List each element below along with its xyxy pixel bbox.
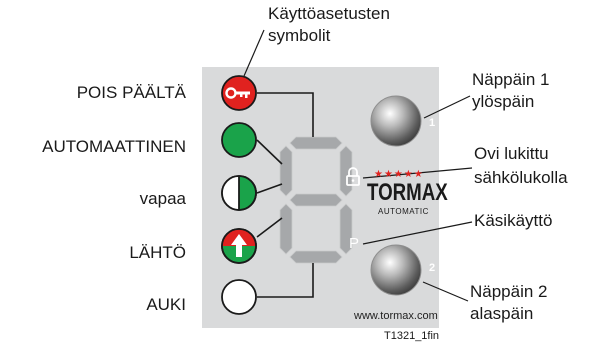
callout-button1-line2: ylöspäin [472, 92, 535, 111]
up-arrow-icon [231, 234, 247, 257]
callout-manual: Käsikäyttö [474, 211, 553, 230]
callout-lock-line2: sähkölukolla [474, 168, 568, 187]
manual-symbol: P [349, 235, 360, 252]
connector-lines [256, 92, 314, 298]
figure-code: T1321_1fin [384, 330, 440, 342]
half-circle-icon [222, 176, 239, 210]
lock-icon [346, 167, 360, 186]
button2-number: 2 [429, 262, 436, 274]
full-circle-icon [221, 122, 257, 158]
callout-button2-line2: alaspäin [470, 304, 534, 323]
button-2[interactable] [370, 244, 422, 296]
half-circle-symbol [221, 175, 257, 211]
mode-label-free: vapaa [139, 189, 186, 208]
mode-label-off: POIS PÄÄLTÄ [76, 83, 186, 102]
callout-lock-line1: Ovi lukittu [474, 144, 549, 163]
callout-symbols-line2: symbolit [268, 26, 331, 45]
brand-sub: AUTOMATIC [378, 207, 429, 216]
callout-button2-line1: Näppäin 2 [470, 282, 548, 301]
callout-lines [243, 29, 473, 302]
mode-label-open: AUKI [146, 295, 186, 314]
callout-button1-line1: Näppäin 1 [472, 70, 550, 89]
button-1[interactable] [370, 95, 422, 147]
mode-label-automatic: AUTOMAATTINEN [42, 137, 186, 156]
button1-number: 1 [429, 117, 436, 129]
seven-segment-display [279, 136, 353, 264]
mode-label-departure: LÄHTÖ [129, 243, 186, 262]
key-symbol [221, 75, 257, 111]
panel-url: www.tormax.com [354, 310, 438, 322]
empty-circle-icon [221, 279, 257, 315]
brand-stars: ★★★★★ [374, 169, 424, 180]
brand-logo: TORMAX [367, 179, 448, 206]
callout-symbols-line1: Käyttöasetusten [268, 4, 390, 23]
departure-symbol [221, 228, 257, 264]
